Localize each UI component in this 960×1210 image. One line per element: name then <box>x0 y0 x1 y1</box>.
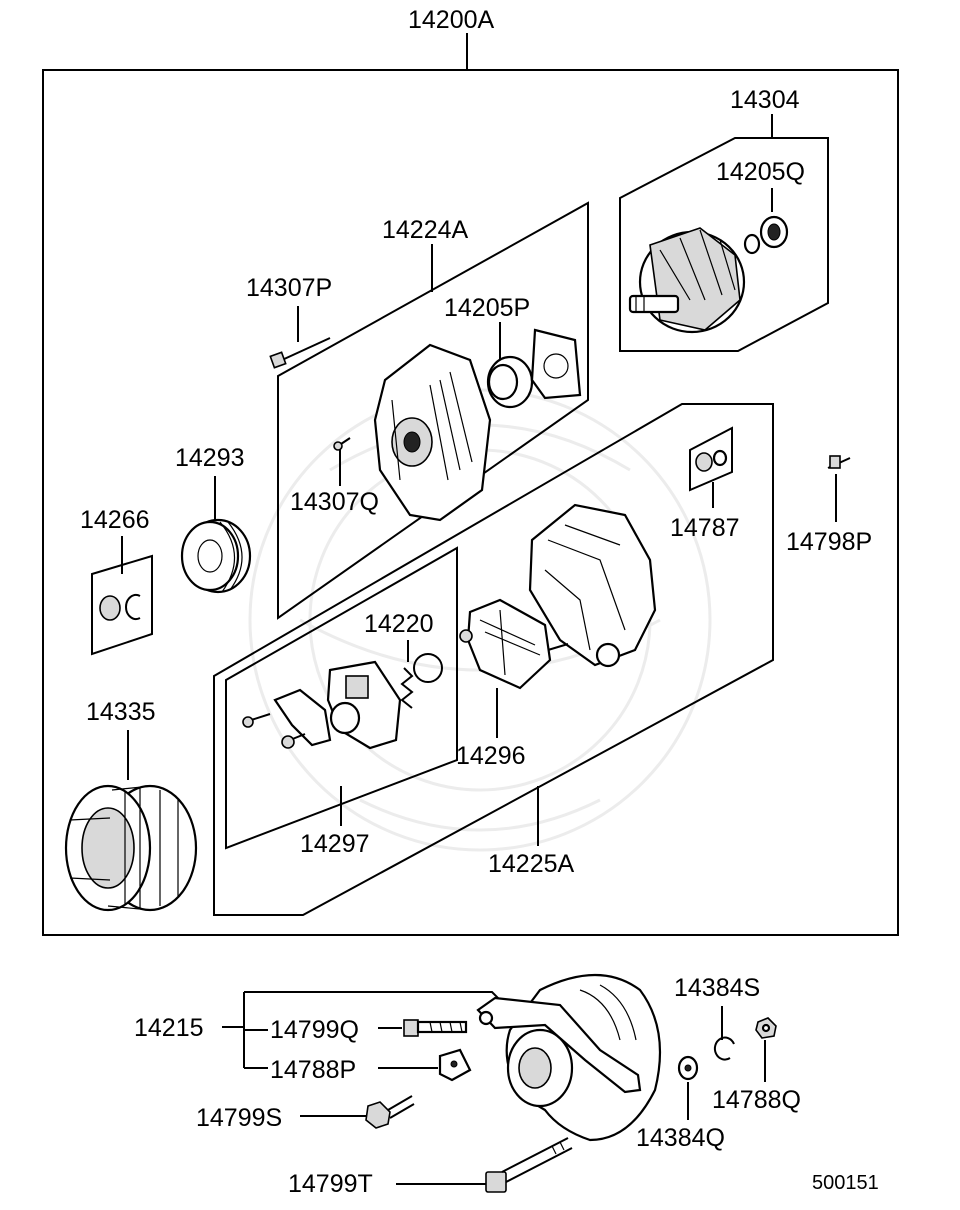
regulator-plate-icon <box>242 688 332 749</box>
label-front-bearing[interactable]: 14205P <box>444 294 530 322</box>
label-screw-small[interactable]: 14307Q <box>290 488 379 516</box>
pulley-nut-icon <box>99 594 141 621</box>
regulator-group: 14296 <box>456 598 569 770</box>
regulator-assy-group: 14297 14220 <box>225 546 458 858</box>
screw-small-icon <box>333 437 351 451</box>
label-pulley[interactable]: 14293 <box>175 444 245 472</box>
label-stator[interactable]: 14335 <box>86 698 156 726</box>
nut-q-icon <box>755 1017 777 1039</box>
mount-bolt-t-icon <box>485 1137 573 1193</box>
pulley-group: 14293 <box>175 444 252 594</box>
washer-s-icon <box>713 1036 735 1061</box>
pulley-nut-group: 14266 <box>80 506 153 656</box>
label-brush-holder[interactable]: 14220 <box>364 610 434 638</box>
terminal-bolt-icon <box>827 455 851 469</box>
label-washer-s[interactable]: 14384S <box>674 974 760 1002</box>
rear-bracket-icon <box>528 503 657 668</box>
label-washer-q[interactable]: 14384Q <box>636 1124 725 1152</box>
front-bracket-icon <box>373 343 492 522</box>
rotor-icon <box>628 227 746 334</box>
label-mount-bolt-s[interactable]: 14799S <box>196 1104 282 1132</box>
terminal-bolt-group: 14798P <box>786 455 872 556</box>
rotor-bearing-icon <box>743 215 789 255</box>
rear-bracket-group: 14225A <box>213 403 774 916</box>
label-nut-q[interactable]: 14788Q <box>712 1086 801 1114</box>
label-nut-p[interactable]: 14788P <box>270 1056 356 1084</box>
label-bracket-bolt[interactable]: 14307P <box>246 274 332 302</box>
label-terminal-bolt[interactable]: 14798P <box>786 528 872 556</box>
label-regulator-assy[interactable]: 14297 <box>300 830 370 858</box>
nut-p-icon <box>438 1048 472 1082</box>
label-pulley-nut[interactable]: 14266 <box>80 506 150 534</box>
brush-holder-icon <box>326 653 443 750</box>
label-rear-bracket[interactable]: 14225A <box>488 850 575 878</box>
pulley-icon <box>180 518 252 594</box>
label-regulator[interactable]: 14296 <box>456 742 526 770</box>
cover-kit-group: 14787 <box>670 426 740 542</box>
stator-group: 14335 <box>64 698 198 912</box>
label-mount-group[interactable]: 14215 <box>134 1014 204 1042</box>
assembly-frame <box>42 69 899 936</box>
stator-icon <box>64 784 198 912</box>
washer-q-icon <box>677 1055 699 1081</box>
cover-kit-icon <box>695 449 728 472</box>
mount-bolt-q-icon <box>403 1019 468 1037</box>
label-mount-bolt-t[interactable]: 14799T <box>288 1170 373 1198</box>
label-mount-bolt-q[interactable]: 14799Q <box>270 1016 359 1044</box>
bearing-plate-icon <box>530 328 582 400</box>
label-rotor-assy[interactable]: 14304 <box>730 86 800 114</box>
bracket-bolt-group: 14307P <box>246 274 332 369</box>
mount-group: 14215 14799Q 14788P 14384S <box>134 974 879 1198</box>
label-cover-kit[interactable]: 14787 <box>670 514 740 542</box>
bracket-bolt-icon <box>269 337 331 369</box>
front-bearing-icon <box>486 355 534 409</box>
mount-bolt-s-icon <box>365 1095 415 1129</box>
front-bracket-group: 14224A 14205P 14307Q <box>277 201 589 620</box>
alternator-icon <box>476 974 662 1142</box>
rotor-group: 14304 14205Q <box>619 86 829 352</box>
diagram-number: 500151 <box>812 1172 879 1194</box>
label-rotor-bearing[interactable]: 14205Q <box>716 158 805 186</box>
regulator-icon <box>459 598 569 690</box>
label-assembly[interactable]: 14200A <box>408 6 495 34</box>
label-front-bracket[interactable]: 14224A <box>382 216 469 244</box>
